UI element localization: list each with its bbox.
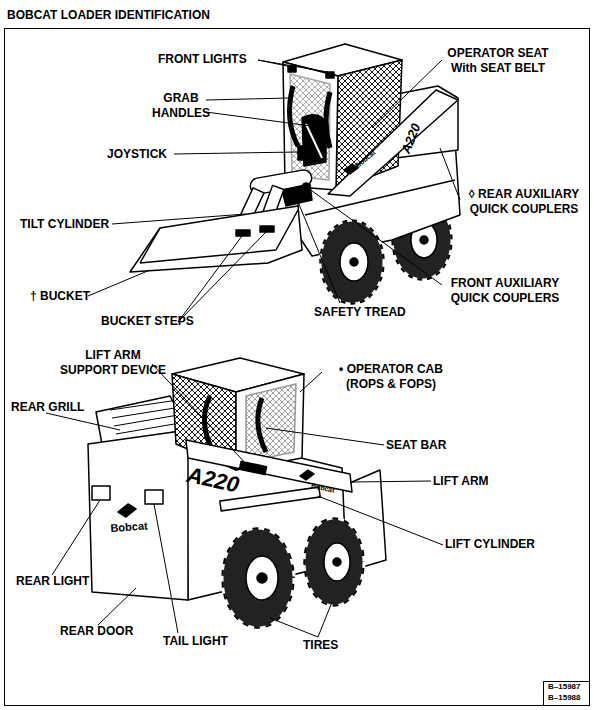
leader-line: [352, 481, 431, 482]
cab-side-mesh: [246, 384, 296, 462]
leader-line: [154, 504, 178, 633]
wheel-hub: [340, 243, 368, 281]
leader-line: [46, 413, 120, 430]
part-label: BUCKET STEPS: [101, 314, 194, 329]
leader-line: [206, 98, 326, 128]
part-label: FRONT LIGHTS: [158, 52, 247, 67]
part-label: REAR GRILL: [11, 400, 84, 415]
part-label: LIFT CYLINDER: [445, 537, 535, 552]
leader-line: [298, 202, 340, 303]
tire-tread: [320, 220, 384, 304]
part-label: JOYSTICK: [107, 147, 167, 162]
leader-line: [270, 602, 332, 637]
bobcat-logo: [300, 470, 314, 480]
leader-line: [258, 60, 328, 72]
leader-line: [266, 428, 384, 445]
leader-line: [300, 372, 322, 392]
part-label: † BUCKET: [30, 289, 90, 304]
part-label: LIFT ARM: [433, 474, 489, 489]
part-label: LIFT ARM SUPPORT DEVICE: [58, 348, 168, 378]
part-label: OPERATOR SEAT With SEAT BELT: [440, 46, 556, 76]
rear-light: [92, 486, 110, 500]
part-label: REAR LIGHT: [16, 574, 89, 589]
bobcat-logo: [118, 504, 136, 517]
leader-lines: [46, 60, 460, 637]
joystick: [298, 146, 306, 160]
leader-line: [174, 152, 298, 154]
figure-number: B–15987: [548, 682, 580, 692]
leader-line: [88, 270, 150, 296]
wheel-hub: [333, 558, 341, 566]
tire-tread: [304, 518, 364, 606]
rear-door: [88, 430, 188, 600]
grab-handle: [289, 86, 298, 146]
leader-line: [440, 148, 460, 200]
rear-loader-view: [88, 358, 386, 628]
tail-light: [145, 490, 163, 504]
front-loader-view: [130, 44, 460, 304]
part-label: TIRES: [303, 638, 338, 653]
part-label: TAIL LIGHT: [163, 634, 228, 649]
part-label: REAR DOOR: [60, 624, 133, 639]
leader-line: [178, 232, 266, 322]
figure-number-box: [544, 682, 590, 706]
part-label: GRAB HANDLES: [145, 91, 217, 121]
title: BOBCAT LOADER IDENTIFICATION: [7, 8, 210, 22]
leader-line: [112, 214, 246, 224]
part-label: TILT CYLINDER: [20, 217, 109, 232]
tire: [320, 220, 384, 304]
bucket-step: [260, 226, 274, 232]
part-label: ◊ REAR AUXILIARY QUICK COUPLERS: [458, 187, 590, 217]
frame: [5, 29, 590, 706]
seat-belt: [306, 124, 322, 158]
tire: [222, 528, 294, 628]
cab-rear-mesh: [290, 74, 330, 180]
front-light: [326, 72, 334, 78]
figure-number: B–15988: [548, 693, 580, 703]
safety-tread: [282, 184, 312, 206]
tire: [304, 518, 364, 606]
wheel-hub: [246, 556, 278, 600]
front-coupler: [297, 187, 303, 193]
seat-bar: [258, 398, 266, 452]
lift-arm: [328, 90, 458, 196]
lift-arm-support: [239, 461, 266, 474]
leader-line: [152, 364, 250, 468]
wheel-hub: [350, 258, 358, 266]
part-label: FRONT AUXILIARY QUICK COUPLERS: [440, 276, 570, 306]
wheel-hub: [257, 573, 267, 583]
brand-decal: Bobcat: [110, 519, 148, 535]
leader-line: [98, 588, 136, 625]
leader-line: [308, 188, 442, 285]
part-label: • OPERATOR CAB (ROPS & FOPS): [326, 362, 456, 392]
part-label: SAFETY TREAD: [314, 305, 406, 320]
bucket-side: [140, 228, 160, 263]
bucket-floor: [140, 210, 298, 263]
leader-line: [318, 496, 443, 545]
bucket-step: [236, 230, 250, 236]
tire-tread: [222, 528, 294, 628]
grab-handle: [326, 92, 330, 148]
wheel-hub: [420, 236, 428, 244]
leader-line: [52, 500, 100, 575]
leader-line: [372, 60, 442, 128]
part-label: SEAT BAR: [386, 438, 446, 453]
wheel-hub: [324, 543, 350, 581]
